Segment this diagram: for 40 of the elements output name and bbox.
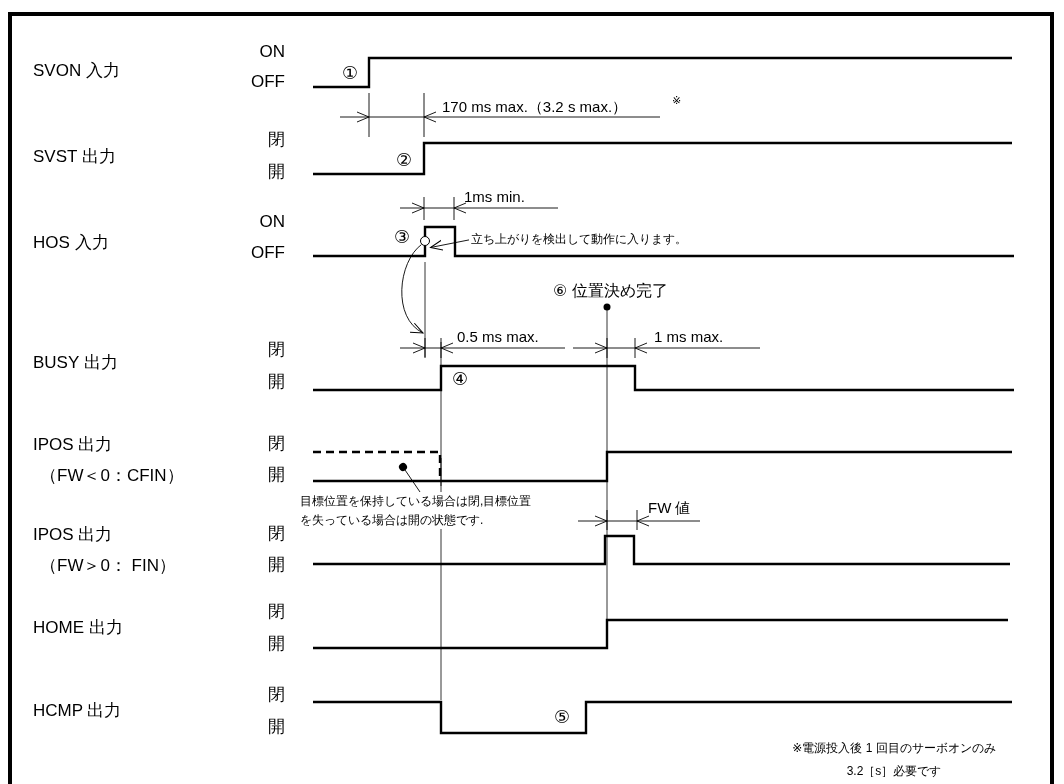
level-label: 閉 <box>268 602 285 622</box>
step-number: ③ <box>393 226 411 248</box>
level-label: 開 <box>268 162 285 182</box>
level-label: ON <box>259 212 285 232</box>
step-number: ① <box>341 62 359 84</box>
footnote-mark: ※ <box>672 93 682 107</box>
level-label: OFF <box>251 72 285 92</box>
timing-value: 1 ms max. <box>654 328 724 346</box>
signal-name: （FW＜0：CFIN） <box>40 466 184 486</box>
signal-name: HCMP 出力 <box>33 701 122 721</box>
signal-name: IPOS 出力 <box>33 525 113 545</box>
signal-name: HOME 出力 <box>33 618 123 638</box>
level-label: 開 <box>268 555 285 575</box>
signal-name: HOS 入力 <box>33 233 109 253</box>
signal-name: SVON 入力 <box>33 61 120 81</box>
level-label: 開 <box>268 634 285 654</box>
step-number: ④ <box>451 368 469 390</box>
timing-value: 1ms min. <box>464 188 525 206</box>
timing-value: 0.5 ms max. <box>457 328 539 346</box>
level-label: OFF <box>251 243 285 263</box>
signal-name: SVST 出力 <box>33 147 116 167</box>
level-label: 閉 <box>268 434 285 454</box>
level-label: 閉 <box>268 685 285 705</box>
footnote: ※電源投入後 1 回目のサーボオンのみ 3.2［s］必要です <box>791 739 997 780</box>
signal-name: IPOS 出力 <box>33 435 113 455</box>
level-label: 開 <box>268 465 285 485</box>
step-number: ② <box>395 149 413 171</box>
edge-marker-circle <box>420 236 430 246</box>
level-label: 閉 <box>268 340 285 360</box>
timing-value: FW 値 <box>648 499 691 517</box>
signal-name: （FW＞0： FIN） <box>40 556 176 576</box>
level-label: 開 <box>268 372 285 392</box>
timing-value: 170 ms max.（3.2 s max.） <box>442 98 628 116</box>
step-label: ⑥ 位置決め完了 <box>553 281 668 301</box>
level-label: ON <box>259 42 285 62</box>
level-label: 閉 <box>268 524 285 544</box>
step-number: ⑤ <box>553 706 571 728</box>
signal-name: BUSY 出力 <box>33 353 118 373</box>
level-label: 閉 <box>268 130 285 150</box>
level-label: 開 <box>268 717 285 737</box>
